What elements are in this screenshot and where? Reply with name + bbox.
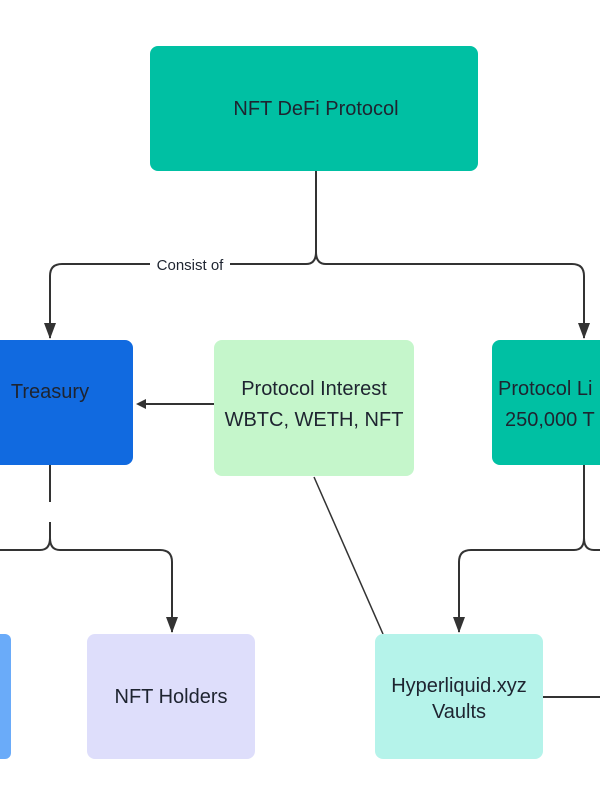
node-box [87,634,255,759]
node-nft-defi-protocol[interactable]: NFT DeFi Protocol [150,46,478,171]
node-label-line2: Vaults [432,701,486,723]
node-hyperliquid-vaults[interactable]: Hyperliquid.xyz Vaults [375,634,543,759]
node-left-partial[interactable] [0,634,11,759]
node-label-line2: 250,000 T [505,409,595,431]
node-nft-holders[interactable]: NFT Holders [87,634,255,759]
node-label-line2: WBTC, WETH, NFT [225,409,404,431]
node-label: Treasury [11,381,89,403]
node-label: NFT Holders [115,686,228,708]
node-protocol-liquidity[interactable]: Protocol Li 250,000 T [492,340,600,465]
node-box [375,634,543,759]
edge-label-bg [150,255,230,273]
edge-label-consist-of: Consist of [157,257,225,274]
node-protocol-interest[interactable]: Protocol Interest WBTC, WETH, NFT [214,340,414,476]
edge-treasury-to-nft-holders [49,537,178,633]
edge-liquidity-to-vaults [453,465,585,633]
edge-treasury-down [0,465,51,551]
edge-liquidity-right [583,537,600,551]
node-box [0,634,11,759]
node-label-line1: Protocol Li [498,378,593,400]
node-label-line1: Hyperliquid.xyz [391,675,527,697]
edge-protocol-to-liquidity [315,251,590,339]
node-label: NFT DeFi Protocol [233,98,398,120]
edge-protocol-to-treasury [44,171,317,339]
node-box [150,46,478,171]
node-box [214,340,414,476]
node-box [0,340,133,465]
edge-interest-to-vaults [313,476,384,635]
node-label-line1: Protocol Interest [241,378,387,400]
node-box [492,340,600,465]
node-treasury[interactable]: Treasury [0,340,133,465]
